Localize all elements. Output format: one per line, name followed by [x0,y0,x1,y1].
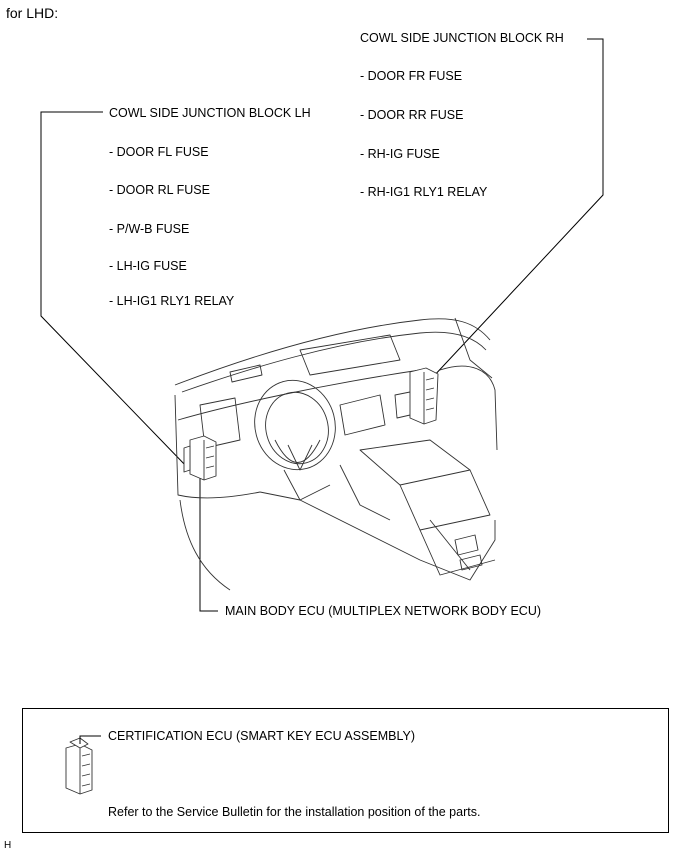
rh-item-door-rr-fuse: - DOOR RR FUSE [360,108,464,122]
lh-item-door-rl-fuse: - DOOR RL FUSE [109,183,210,197]
certification-ecu-leader-line [79,735,101,744]
page-heading: for LHD: [6,5,59,21]
lh-junction-block-title: COWL SIDE JUNCTION BLOCK LH [109,106,311,120]
service-bulletin-note: Refer to the Service Bulletin for the in… [108,805,481,819]
note-box [22,708,669,833]
certification-ecu-label: CERTIFICATION ECU (SMART KEY ECU ASSEMBL… [108,729,416,743]
rh-junction-block-title: COWL SIDE JUNCTION BLOCK RH [360,31,564,45]
rh-item-door-fr-fuse: - DOOR FR FUSE [360,69,463,83]
main-ecu-leader-line [199,440,218,612]
rh-item-rh-ig-fuse: - RH-IG FUSE [360,147,440,161]
lh-item-lh-ig-fuse: - LH-IG FUSE [109,259,187,273]
rh-item-rh-ig1-rly1-relay: - RH-IG1 RLY1 RELAY [360,185,488,199]
rh-junction-block-icon [409,367,439,425]
lh-junction-block-icon [183,435,217,481]
lh-leader-line [40,111,189,469]
main-body-ecu-label: MAIN BODY ECU (MULTIPLEX NETWORK BODY EC… [225,604,542,618]
lh-item-p-w-b-fuse: - P/W-B FUSE [109,222,190,236]
lh-item-door-fl-fuse: - DOOR FL FUSE [109,145,209,159]
rh-leader-line [431,38,604,379]
lh-item-lh-ig1-rly1-relay: - LH-IG1 RLY1 RELAY [109,294,235,308]
figure-code: H [4,840,12,851]
